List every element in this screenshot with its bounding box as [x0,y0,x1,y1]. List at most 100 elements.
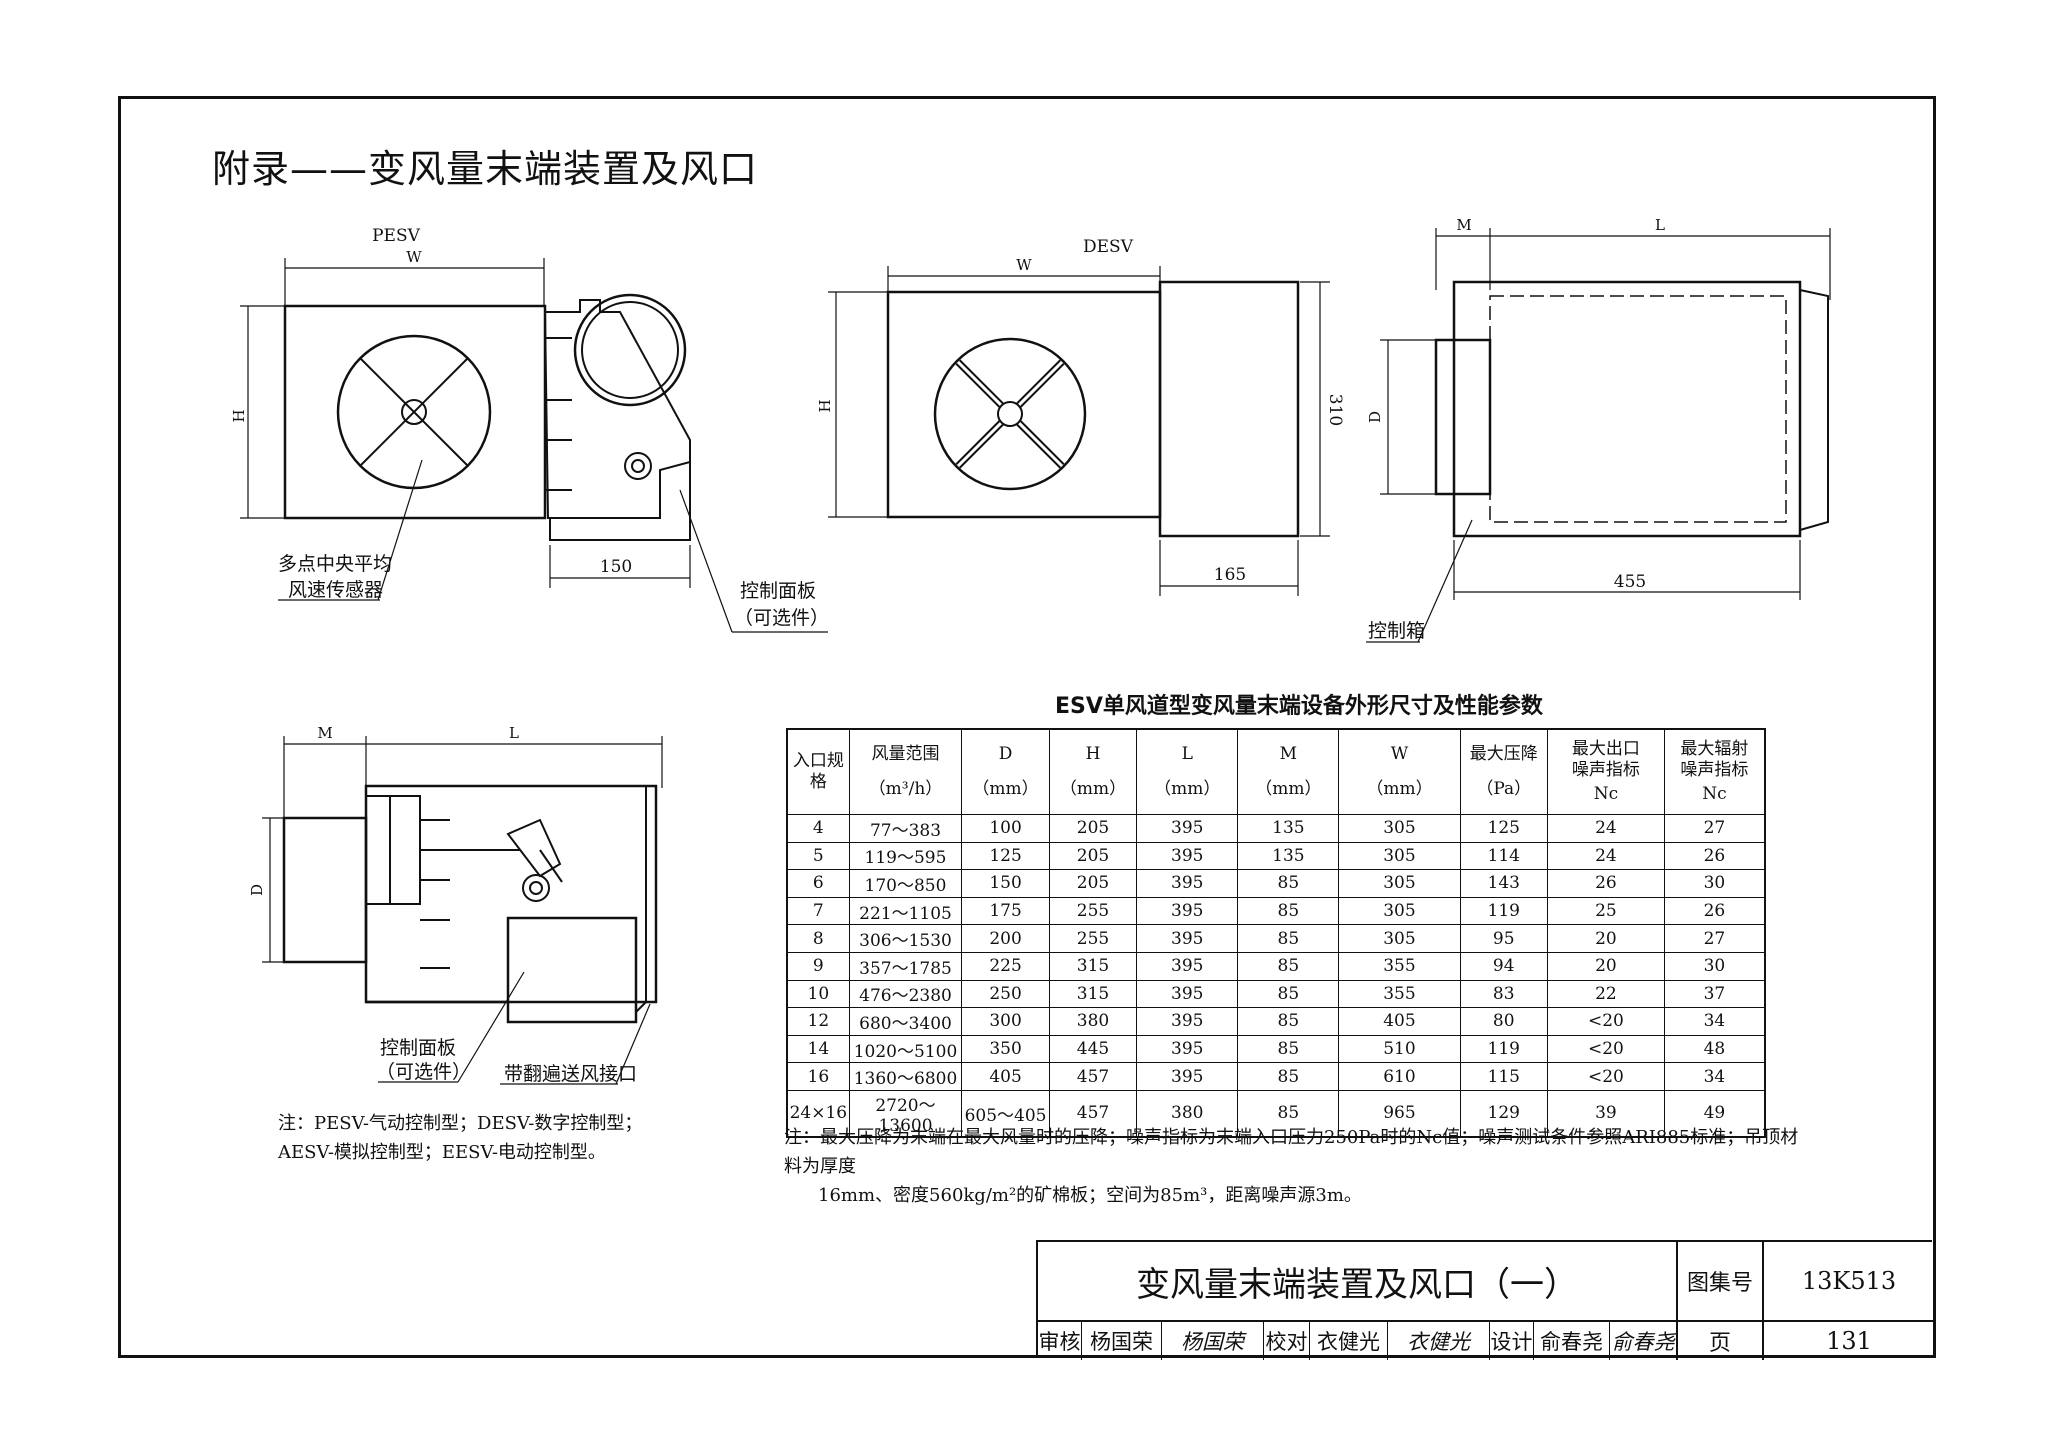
table-cell: 605～405 [961,1089,1050,1138]
table-cell: 395 [1136,841,1239,871]
table-cell: 9 [786,951,850,981]
table-cell: 200 [961,924,1050,953]
reviewer-signature: 杨国荣 [1162,1322,1264,1360]
pesv-view: PESV W H 150 多点中央平均 风速传感器 控制面板 [230,226,829,633]
table-cell: 30 [1663,869,1766,898]
table-cell: 680～3400 [848,1007,963,1036]
table-cell: 24 [1546,814,1665,843]
side-box-label: 控制箱 [1368,620,1425,642]
table-cell: <20 [1546,1062,1665,1091]
table-cell: 24×16 [786,1089,850,1138]
side-dim-m: M [1456,216,1471,234]
table-cell: 405 [1338,1007,1461,1036]
table-note-line-1: 注：最大压降为末端在最大风量时的压降；噪声指标为末端入口压力250Pa时的Nc值… [784,1127,1799,1177]
page-label: 页 [1678,1322,1764,1360]
desv-label: DESV [1083,237,1134,257]
table-cell: 380 [1136,1089,1239,1138]
table-cell: 457 [1048,1089,1138,1138]
title-block: 变风量末端装置及风口（一） 图集号 13K513 审核 杨国荣 杨国荣 校对 衣… [1036,1240,1934,1360]
table-cell: 125 [961,841,1050,871]
desv-view: DESV W H 310 165 [816,237,1345,596]
side-body [1452,280,1802,538]
table-cell: 85 [1237,896,1340,926]
table-cell: 305 [1338,924,1461,953]
pesv-dim-150: 150 [600,557,632,577]
table-cell: 24 [1546,841,1665,871]
table-cell: 395 [1136,1062,1239,1091]
table-cell: 395 [1136,896,1239,926]
signature-row: 审核 杨国荣 杨国荣 校对 衣健光 衣健光 设计 俞春尧 俞春尧 [1038,1322,1678,1360]
pesv-sensor-label-1: 多点中央平均 [278,553,392,575]
table-cell: 26 [1546,869,1665,898]
table-cell: 135 [1237,814,1340,843]
table-cell: 83 [1459,979,1548,1009]
table-cell: 305 [1338,841,1461,871]
section-body [364,784,658,1004]
table-cell: 125 [1459,814,1548,843]
review-label: 审核 [1038,1322,1082,1360]
desv-dim-165: 165 [1214,565,1246,585]
table-cell: 405 [961,1062,1050,1091]
table-cell: 77～383 [848,814,963,843]
table-cell: 30 [1663,951,1766,981]
table-note-line-2: 16mm、密度560kg/m²的矿棉板；空间为85m³，距离噪声源3m。 [818,1184,1362,1206]
table-cell: 39 [1546,1089,1665,1138]
atlas-label: 图集号 [1678,1242,1764,1322]
table-cell: <20 [1546,1007,1665,1036]
table-cell: 7 [786,896,850,926]
table-cell: 85 [1237,951,1340,981]
section-dim-d: D [248,884,266,896]
table-cell: 306～1530 [848,924,963,953]
table-cell: 119 [1459,896,1548,926]
pesv-sensor-label-2: 风速传感器 [288,579,383,601]
table-cell: 20 [1546,924,1665,953]
design-label: 设计 [1490,1322,1534,1360]
table-cell: 315 [1048,979,1138,1009]
table-cell: 305 [1338,869,1461,898]
section-view: M L D 控制面板 （可选件） 带翻遍送风接口 [248,724,663,1085]
table-cell: 135 [1237,841,1340,871]
side-view: M L D 455 控制箱 [1366,216,1831,643]
table-cell: 5 [786,841,850,871]
designer-name: 俞春尧 [1534,1322,1610,1360]
note-variants: 注：PESV-气动控制型；DESV-数字控制型；AESV-模拟控制型；EESV-… [278,1113,643,1163]
section-dim-l: L [509,724,519,742]
table-cell: 395 [1136,1007,1239,1036]
table-cell: 115 [1459,1062,1548,1091]
table-cell: 205 [1048,869,1138,898]
col-m: M（mm） [1237,728,1340,815]
pesv-dim-h: H [230,409,248,422]
pesv-panel-label-1: 控制面板 [740,580,816,602]
col-d: D（mm） [961,728,1050,815]
table-cell: 305 [1338,896,1461,926]
pesv-panel-label-2: （可选件） [734,607,829,629]
table-cell: 100 [961,814,1050,843]
checker-name: 衣健光 [1310,1322,1388,1360]
table-cell: 10 [786,979,850,1009]
table-cell: 355 [1338,979,1461,1009]
desv-dim-w: W [1016,256,1032,274]
spec-table: 入口规格 风量范围（m³/h） D（mm） H（mm） L（mm） M（mm） … [786,728,1766,1138]
table-cell: 610 [1338,1062,1461,1091]
table-cell: 37 [1663,979,1766,1009]
table-cell: 27 [1663,814,1766,843]
table-cell: 205 [1048,814,1138,843]
table-cell: 94 [1459,951,1548,981]
checker-signature: 衣健光 [1388,1322,1490,1360]
table-cell: 85 [1237,924,1340,953]
table-cell: 85 [1237,979,1340,1009]
table-cell: 8 [786,924,850,953]
table-cell: 6 [786,869,850,898]
table-cell: 1360～6800 [848,1062,963,1091]
table-cell: 25 [1546,896,1665,926]
table-cell: 170～850 [848,869,963,898]
desv-dim-310: 310 [1325,394,1345,426]
